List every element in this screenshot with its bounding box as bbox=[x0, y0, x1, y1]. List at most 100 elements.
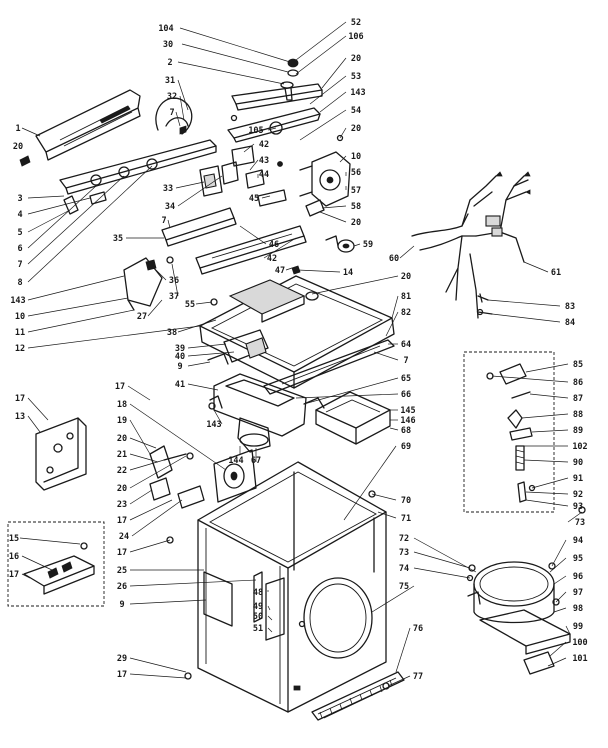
callout-10: 10 bbox=[351, 152, 361, 162]
callout-8: 8 bbox=[17, 278, 22, 288]
callout-17: 17 bbox=[117, 670, 127, 680]
callout-20: 20 bbox=[351, 218, 361, 228]
callout-20: 20 bbox=[13, 142, 23, 152]
callout-37: 37 bbox=[169, 292, 179, 302]
part-top-trim bbox=[35, 89, 141, 161]
callout-42: 42 bbox=[259, 140, 269, 150]
callout-17: 17 bbox=[117, 548, 127, 558]
callout-53: 53 bbox=[351, 72, 361, 82]
callout-18: 18 bbox=[117, 400, 127, 410]
callout-2: 2 bbox=[167, 58, 172, 68]
callout-92: 92 bbox=[573, 490, 583, 500]
callout-100: 100 bbox=[572, 638, 587, 648]
callout-61: 61 bbox=[551, 268, 561, 278]
callout-64: 64 bbox=[401, 340, 411, 350]
callout-26: 26 bbox=[117, 582, 127, 592]
callout-68: 68 bbox=[401, 426, 411, 436]
callout-17: 17 bbox=[115, 382, 125, 392]
callout-95: 95 bbox=[573, 554, 583, 564]
callout-24: 24 bbox=[119, 532, 129, 542]
part-tub-ring bbox=[467, 561, 571, 675]
callout-70: 70 bbox=[401, 496, 411, 506]
part-toe-rail bbox=[311, 671, 405, 721]
callout-73: 73 bbox=[399, 548, 409, 558]
callout-17: 17 bbox=[117, 516, 127, 526]
callout-36: 36 bbox=[169, 276, 179, 286]
part-switch-assembly bbox=[149, 445, 205, 509]
callout-3: 3 bbox=[17, 194, 22, 204]
callout-85: 85 bbox=[573, 360, 583, 370]
callout-20: 20 bbox=[401, 272, 411, 282]
callout-51: 51 bbox=[253, 624, 263, 634]
callout-57: 57 bbox=[351, 186, 361, 196]
callout-73: 73 bbox=[575, 518, 585, 528]
callout-15: 15 bbox=[9, 534, 19, 544]
part-detergent-tray bbox=[303, 391, 391, 445]
callout-5: 5 bbox=[17, 228, 22, 238]
callout-49: 49 bbox=[253, 602, 263, 612]
callout-labels: 104 30 2 31 32 7 1 20 52 106 20 53 143 5… bbox=[9, 18, 588, 682]
callout-7: 7 bbox=[17, 260, 22, 270]
callout-101: 101 bbox=[572, 654, 587, 664]
callout-11: 11 bbox=[15, 328, 25, 338]
callout-145: 145 bbox=[400, 406, 415, 416]
callout-46: 46 bbox=[269, 240, 279, 250]
callout-94: 94 bbox=[573, 536, 583, 546]
leader-lines bbox=[19, 21, 583, 687]
callout-7: 7 bbox=[161, 216, 166, 226]
callout-90: 90 bbox=[573, 458, 583, 468]
callout-88: 88 bbox=[573, 410, 583, 420]
callout-106: 106 bbox=[348, 32, 363, 42]
callout-50: 50 bbox=[253, 612, 263, 622]
callout-32: 32 bbox=[167, 92, 177, 102]
callout-52: 52 bbox=[351, 18, 361, 28]
callout-27: 27 bbox=[137, 312, 147, 322]
callout-34: 34 bbox=[165, 202, 175, 212]
callout-43: 43 bbox=[259, 156, 269, 166]
callout-60: 60 bbox=[389, 254, 399, 264]
callout-71: 71 bbox=[401, 514, 411, 524]
callout-146: 146 bbox=[400, 416, 415, 426]
callout-30: 30 bbox=[163, 40, 173, 50]
callout-93: 93 bbox=[573, 502, 583, 512]
callout-39: 39 bbox=[175, 344, 185, 354]
callout-144: 144 bbox=[228, 456, 243, 466]
part-loose-screws bbox=[19, 114, 586, 680]
callout-42: 42 bbox=[267, 254, 277, 264]
callout-7: 7 bbox=[403, 356, 408, 366]
part-timer-motor bbox=[269, 121, 351, 217]
callout-143: 143 bbox=[350, 88, 365, 98]
callout-104: 104 bbox=[158, 24, 173, 34]
part-lower-bracket bbox=[7, 521, 105, 607]
callout-97: 97 bbox=[573, 588, 583, 598]
part-corner-bracket bbox=[35, 417, 87, 491]
callout-14: 14 bbox=[343, 268, 353, 278]
callout-105: 105 bbox=[248, 126, 263, 136]
callout-22: 22 bbox=[117, 466, 127, 476]
callout-54: 54 bbox=[351, 106, 361, 116]
callout-75: 75 bbox=[399, 582, 409, 592]
part-switch-bracket bbox=[199, 161, 239, 197]
callout-65: 65 bbox=[401, 374, 411, 384]
callout-25: 25 bbox=[117, 566, 127, 576]
part-wire-loop bbox=[155, 97, 193, 135]
callout-55: 55 bbox=[185, 300, 195, 310]
callout-143: 143 bbox=[10, 296, 25, 306]
part-mount-plate bbox=[213, 449, 257, 503]
callout-44: 44 bbox=[259, 170, 269, 180]
callout-99: 99 bbox=[573, 622, 583, 632]
callout-20: 20 bbox=[117, 434, 127, 444]
callout-102: 102 bbox=[572, 442, 587, 452]
part-small-screws bbox=[476, 293, 493, 316]
callout-6: 6 bbox=[17, 244, 22, 254]
callout-20: 20 bbox=[351, 54, 361, 64]
part-inset-hardware bbox=[463, 351, 555, 513]
callout-40: 40 bbox=[175, 352, 185, 362]
callout-86: 86 bbox=[573, 378, 583, 388]
callout-83: 83 bbox=[565, 302, 575, 312]
callout-31: 31 bbox=[165, 76, 175, 86]
part-console-bar bbox=[227, 83, 323, 143]
part-lower-console bbox=[161, 207, 307, 275]
callout-17: 17 bbox=[15, 394, 25, 404]
